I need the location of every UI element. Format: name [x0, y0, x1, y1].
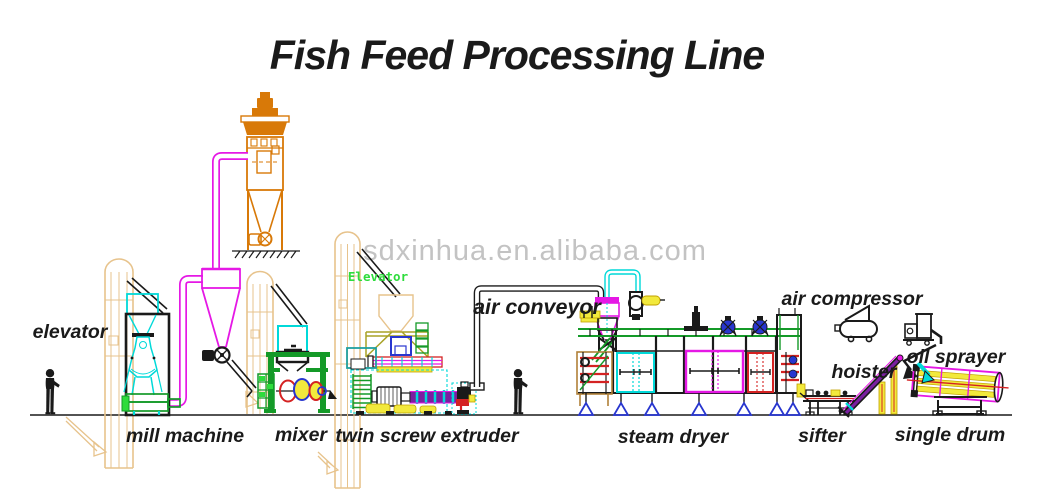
label-steam-dryer: steam dryer — [618, 426, 730, 448]
dryer-feet — [577, 393, 802, 416]
label-elevator-small: Elevator — [348, 269, 409, 284]
discharge-tower — [776, 308, 810, 402]
watermark: sdxinhua.en.alibaba.com — [363, 235, 707, 267]
label-air-conveyor: air conveyor — [473, 295, 602, 319]
label-mixer: mixer — [275, 424, 328, 446]
dust-collector — [232, 92, 300, 259]
dryer-motor — [684, 306, 708, 331]
mixer — [257, 325, 337, 413]
label-twin-screw-extruder: twin screw extruder — [335, 425, 520, 447]
hoister — [837, 354, 904, 418]
steam-dryer — [576, 306, 810, 416]
page-title: Fish Feed Processing Line — [270, 32, 765, 78]
bucket-spout — [270, 283, 308, 328]
mixer-ladder — [257, 373, 275, 409]
label-single-drum: single drum — [895, 424, 1006, 446]
spray-arrow — [902, 343, 937, 371]
mill-machine — [121, 293, 181, 417]
label-mill-machine: mill machine — [126, 425, 244, 447]
ground-hatch — [232, 250, 300, 259]
air-compressor-icon — [834, 304, 878, 343]
air-conveyor-pipe — [469, 285, 605, 391]
bucket-spout — [356, 248, 401, 298]
label-sifter: sifter — [798, 425, 847, 447]
die-head-cutter — [451, 381, 477, 415]
fan — [628, 291, 665, 320]
single-drum — [906, 361, 1009, 416]
twin-screw-extruder — [346, 294, 477, 415]
drum-stand — [932, 396, 987, 416]
cyclone — [201, 267, 241, 348]
person-1 — [45, 369, 60, 415]
label-air-compressor: air compressor — [782, 288, 924, 310]
dryer-fan-1 — [719, 316, 737, 337]
discharge-chute — [226, 359, 257, 398]
rotary-valve — [202, 346, 231, 364]
label-oil-sprayer: oil sprayer — [907, 346, 1007, 368]
person-2 — [513, 369, 528, 415]
inlet-cascade — [576, 351, 613, 406]
cyclone-piping — [167, 152, 257, 407]
label-hoister: hoister — [831, 361, 897, 383]
dryer-fan-2 — [751, 316, 769, 337]
label-elevator: elevator — [33, 321, 109, 343]
